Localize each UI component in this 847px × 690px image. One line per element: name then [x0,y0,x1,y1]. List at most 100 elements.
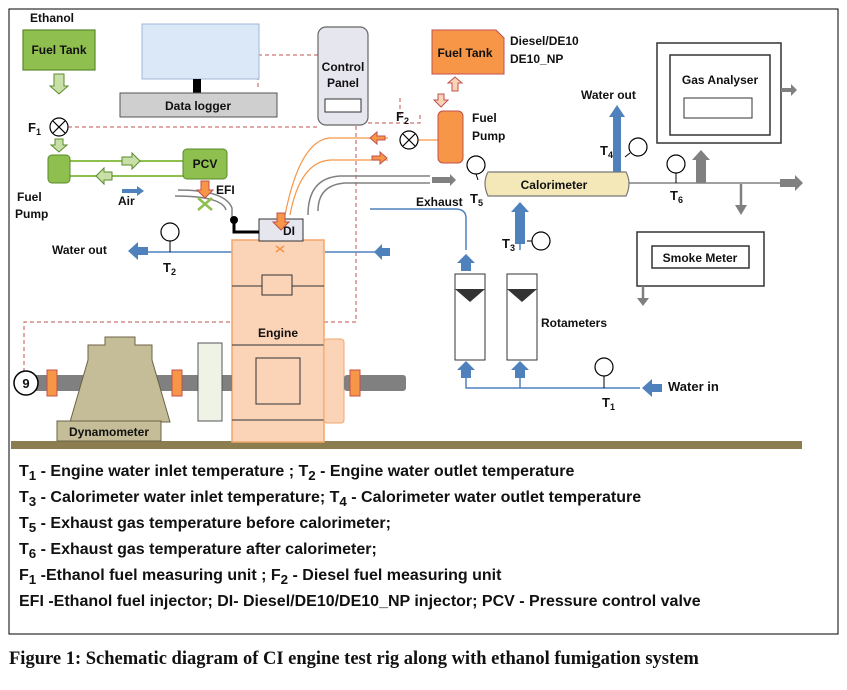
air-label: Air [118,194,135,208]
fuel-pump-right-line1: Fuel [472,111,497,125]
di-label: DI [283,224,295,238]
water-out-top-arrow-icon [609,105,625,172]
legend: T1 - Engine water inlet temperature ; T2… [19,461,829,617]
t3-label: T3 [502,236,515,253]
calorimeter [484,171,630,197]
diesel-arrow-left-icon [369,130,386,146]
diesel-label-line2: DE10_NP [510,52,563,66]
signal-lines [23,54,421,375]
coupling-3 [349,369,361,397]
ethanol-arrow-down-icon [48,73,70,95]
monitor-screen [141,23,260,80]
diesel-fuel-tank [431,29,505,75]
engine-water-in-arrow-icon [374,244,390,260]
fuel-pump-left-line1: Fuel [17,190,42,204]
pcv-box [182,148,228,180]
exhaust-out-arrow-icon [780,175,803,191]
ethanol-fuel-tank-label: Fuel Tank [31,43,86,57]
dynamometer-base [56,420,162,442]
ground-base [11,441,802,449]
t5-label: T5 [470,191,483,208]
legend-line-2: T3 - Calorimeter water inlet temperature… [19,489,642,510]
legend-line-6: EFI -Ethanol fuel injector; DI- Diesel/D… [19,593,701,610]
gas-analyser-out-arrow-icon [781,84,797,96]
exhaust-label: Exhaust [416,195,463,209]
ethanol-fuel-pump [47,154,71,184]
diesel-label-line1: Diesel/DE10 [510,34,579,48]
exhaust-ducts [174,175,790,220]
t4-label: T4 [600,143,613,160]
figure-caption: Figure 1: Schematic diagram of CI engine… [9,649,699,669]
fuel-pump-left-line2: Pump [15,207,48,221]
control-panel-line2: Panel [327,76,359,90]
rotameters-label: Rotameters [541,316,607,330]
ethanol-fuel-tank [22,29,96,71]
exhaust-in-arrow-icon [432,174,456,186]
efi-arrow-icon [195,180,215,199]
rotameter-1-in-arrow-icon [457,361,475,378]
t2-label: T2 [163,260,176,277]
water-in-label: Water in [668,379,719,394]
rotameter-2 [506,273,538,361]
engine-flywheel-right [323,338,345,424]
t2-sensor-icon [160,222,180,242]
rotameter-1-float-icon [455,289,485,302]
diesel-arrow-up-icon [446,76,464,92]
fuel-pump-right-line2: Pump [472,129,505,143]
legend-line-3: T5 - Exhaust gas temperature before calo… [19,515,391,536]
control-panel-display [324,98,362,113]
engine-cylinder-head [261,274,293,296]
ethanol-arrow-left-icon [95,166,113,186]
engine-water-out-arrow-icon [128,242,148,260]
air-intake-pipe [232,220,259,234]
smoke-meter-in-arrow-icon [735,205,747,215]
t6-sensor-icon [666,154,686,174]
speed-gauge-icon [13,370,39,396]
figure-frame [8,8,839,635]
control-panel-line1: Control [322,60,365,74]
ethanol-label: Ethanol [30,11,74,25]
smoke-meter-label: Smoke Meter [663,251,738,265]
f2-label: F2 [396,109,409,126]
legend-line-5: F1 -Ethanol fuel measuring unit ; F2 - D… [19,567,502,588]
diesel-fuel-pump [437,110,464,164]
t4-sensor-icon [628,137,648,157]
efi-label: EFI [216,183,235,197]
t3-sensor-icon [531,231,551,251]
t6-label: T6 [670,188,683,205]
rotameter-1-out-arrow-icon [457,254,475,271]
air-arrow-icon [122,186,144,196]
diesel-fuel-tank-label: Fuel Tank [437,46,492,60]
rotameter-2-in-arrow-icon [511,361,529,378]
pcv-label: PCV [193,157,218,171]
diesel-arrow-right-icon [371,150,388,166]
ethanol-arrow-right-icon [121,151,141,171]
smoke-meter-out-arrow-icon [637,298,649,306]
coupling-2 [171,369,183,397]
flywheel-left [197,342,223,422]
t3-arrow-up-icon [511,202,529,244]
data-logger-label: Data logger [165,99,231,113]
calorimeter-label: Calorimeter [521,178,588,192]
water-in-arrow-icon [642,379,662,397]
t5-sensor-icon [466,155,486,175]
diesel-arrow-down-icon [432,93,450,108]
smoke-meter-inner [651,245,750,269]
legend-line-4: T6 - Exhaust gas temperature after calor… [19,541,377,562]
monitor-stand [193,79,201,93]
coupling-1 [46,369,58,397]
di-arrow-icon [271,212,291,231]
t1-label: T1 [602,395,615,412]
water-out-top-label: Water out [581,88,636,102]
dynamometer-body [69,336,171,423]
engine-crankcase [255,357,301,405]
dynamometer-label: Dynamometer [69,425,149,439]
water-out-left-label: Water out [52,243,107,257]
gas-analyser-display [683,97,753,119]
rotameter-1 [454,273,486,361]
legend-line-1: T1 - Engine water inlet temperature ; T2… [19,463,575,484]
engine-label: Engine [258,326,298,340]
efi-injector-icon [197,197,213,211]
